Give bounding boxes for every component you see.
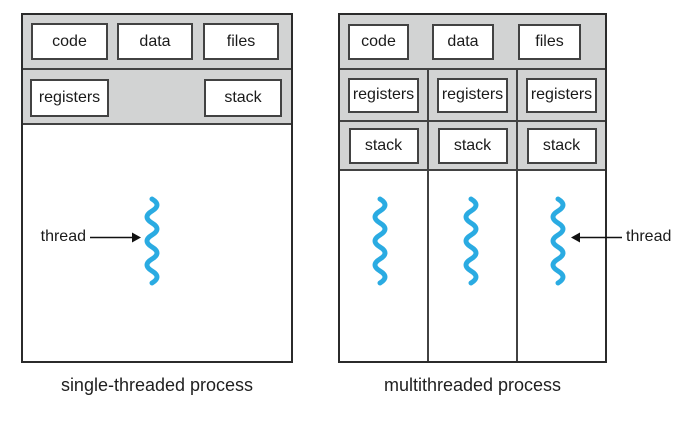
- right-shared-resources-row: code data files: [340, 15, 605, 70]
- data-box: data: [117, 23, 193, 60]
- stack-box: stack: [348, 127, 419, 164]
- files-label: files: [535, 33, 564, 50]
- stack-box: stack: [526, 127, 597, 164]
- thread-squiggle-icon: [372, 196, 388, 286]
- stack-label: stack: [542, 136, 581, 154]
- multithreaded-caption: multithreaded process: [383, 375, 562, 395]
- registers-box: registers: [526, 77, 597, 113]
- code-box: code: [31, 23, 108, 60]
- left-thread-state-row: registers stack: [23, 70, 291, 125]
- thread-column-2: registers stack: [427, 70, 516, 361]
- stack-label: stack: [364, 136, 403, 154]
- registers-row: registers: [429, 70, 516, 122]
- thread-columns: registers stack registers stac: [340, 70, 605, 361]
- stack-row: stack: [429, 122, 516, 171]
- thread-squiggle-icon: [550, 196, 566, 286]
- thread-label: thread: [626, 228, 672, 245]
- code-label: code: [361, 33, 396, 50]
- registers-label: registers: [352, 86, 415, 103]
- registers-row: registers: [518, 70, 605, 122]
- code-box: code: [348, 24, 409, 60]
- files-box: files: [518, 24, 581, 60]
- thread-label: thread: [40, 228, 86, 245]
- registers-box: registers: [348, 77, 419, 113]
- single-threaded-caption: single-threaded process: [60, 375, 254, 395]
- thread-column-3: registers stack: [516, 70, 605, 361]
- stack-box: stack: [204, 79, 282, 117]
- arrow-right-icon: [90, 232, 141, 243]
- left-shared-resources-row: code data files: [23, 15, 291, 70]
- thread-squiggle-icon: [144, 196, 160, 286]
- stack-row: stack: [340, 122, 427, 171]
- single-threaded-process-panel: code data files registers stack: [21, 13, 293, 363]
- stack-label: stack: [224, 89, 262, 106]
- thread-column-1: registers stack: [340, 70, 427, 361]
- data-box: data: [432, 24, 494, 60]
- stack-box: stack: [437, 127, 508, 164]
- arrow-left-icon: [571, 232, 622, 243]
- files-box: files: [203, 23, 279, 60]
- thread-squiggle-icon: [463, 196, 479, 286]
- registers-box: registers: [437, 77, 508, 113]
- stack-label: stack: [453, 136, 492, 154]
- data-label: data: [139, 32, 171, 50]
- stack-row: stack: [518, 122, 605, 171]
- registers-label: registers: [441, 86, 504, 103]
- files-label: files: [226, 32, 256, 50]
- registers-label: registers: [38, 89, 101, 106]
- code-label: code: [52, 32, 87, 50]
- data-label: data: [447, 33, 479, 50]
- multithreaded-process-panel: code data files registers stack: [338, 13, 607, 363]
- registers-label: registers: [530, 86, 593, 103]
- registers-row: registers: [340, 70, 427, 122]
- registers-box: registers: [30, 79, 109, 117]
